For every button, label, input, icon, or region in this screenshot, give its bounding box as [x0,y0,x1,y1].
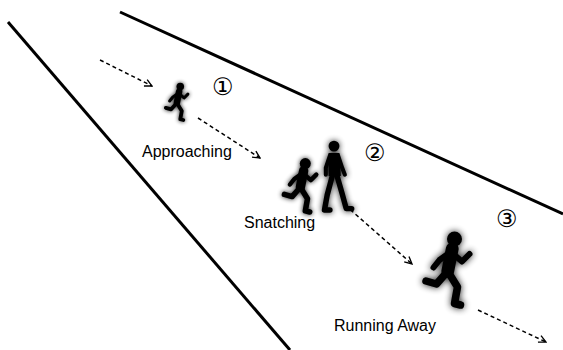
child-silhouette [426,232,470,306]
callout-number: ② [364,140,386,166]
motion-arrow [478,310,546,342]
callout-number: ① [212,74,234,100]
child-silhouette [284,158,316,212]
phase-label: Snatching [244,214,315,232]
child-silhouette [166,83,188,120]
road-edge [120,12,563,214]
motion-arrow [345,205,412,264]
adult-silhouette [324,141,351,210]
motion-arrow [100,60,152,86]
callout-number: ③ [496,206,518,232]
phase-label: Approaching [142,143,232,161]
phase-label: Running Away [334,317,436,335]
